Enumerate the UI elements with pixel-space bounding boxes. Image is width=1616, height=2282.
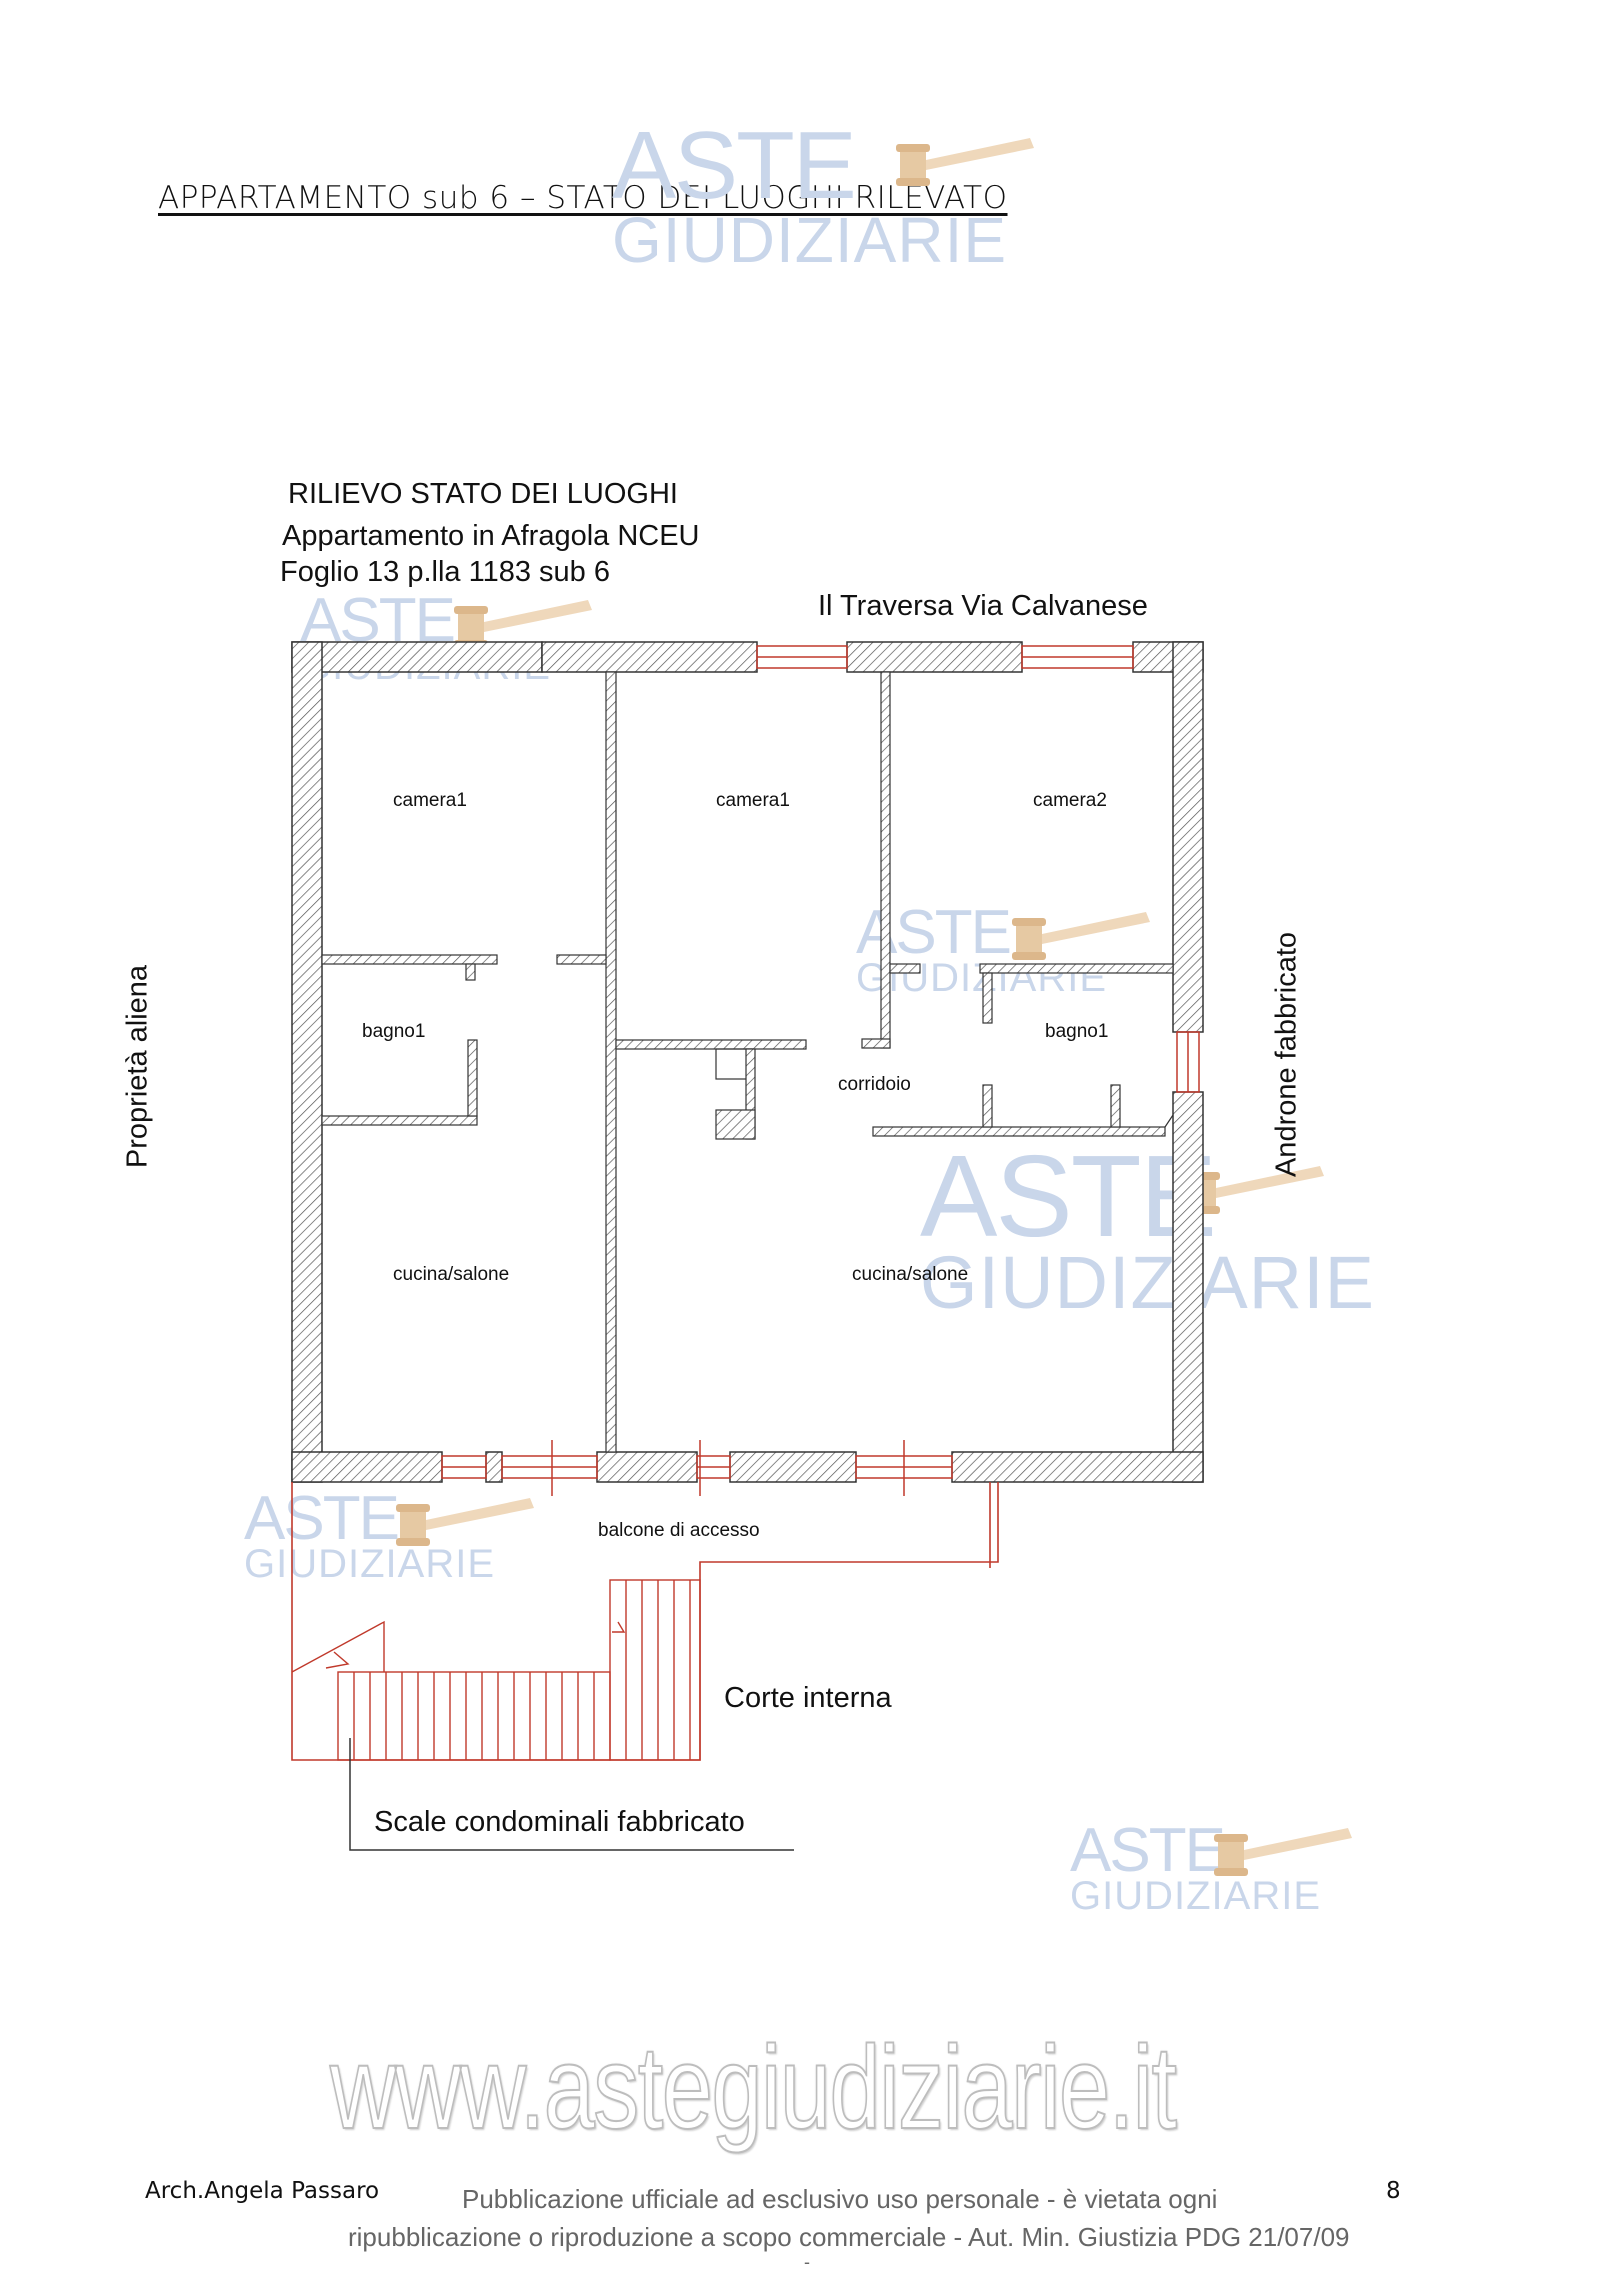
- author-footer: Arch.Angela Passaro: [145, 2178, 380, 2204]
- window: [756, 645, 1134, 669]
- left-side-label: Proprietà aliena: [121, 964, 154, 1169]
- page-number: 8: [1386, 2178, 1401, 2204]
- wall: [321, 954, 498, 965]
- plan-title-line2: Appartamento in Afragola NCEU: [282, 520, 700, 552]
- room-label-camera1-left: camera1: [393, 790, 467, 811]
- window: [1176, 1031, 1200, 1093]
- room-label-cucina-right: cucina/salone: [852, 1264, 969, 1285]
- wall: [467, 1039, 478, 1117]
- room-label-camera1-center: camera1: [716, 790, 790, 811]
- wall: [715, 1109, 756, 1140]
- notice-line3: -: [804, 2252, 810, 2272]
- wall: [596, 1451, 698, 1483]
- wall: [615, 1039, 807, 1050]
- wall: [982, 972, 993, 1024]
- wall: [951, 1451, 1204, 1483]
- room-label-cucina-left: cucina/salone: [393, 1264, 510, 1285]
- right-side-label: Androne fabbricato: [1270, 931, 1303, 1178]
- wall: [465, 963, 476, 981]
- wall: [889, 963, 921, 974]
- wall: [1172, 1091, 1204, 1483]
- wall: [605, 671, 617, 1453]
- wall: [485, 1451, 503, 1483]
- wall: [1172, 641, 1204, 1033]
- gavel-icon: [454, 600, 592, 648]
- wall: [982, 1084, 993, 1128]
- website-watermark: www.astegiudiziarie.it: [329, 2021, 1178, 2155]
- stairs-leader: [349, 1738, 794, 1851]
- notice-line1: Pubblicazione ufficiale ad esclusivo uso…: [462, 2184, 1218, 2214]
- plan-title-line3: Foglio 13 p.lla 1183 sub 6: [280, 556, 610, 588]
- stairs: [291, 1579, 701, 1761]
- wall: [291, 1451, 443, 1483]
- stairs-label: Scale condominali fabbricato: [374, 1806, 745, 1838]
- gavel-icon: [1012, 912, 1150, 960]
- wall: [861, 1038, 891, 1049]
- room-label-camera2: camera2: [1033, 790, 1107, 811]
- wall: [321, 1115, 478, 1126]
- wall: [880, 671, 891, 1049]
- street-label: Il Traversa Via Calvanese: [818, 590, 1148, 622]
- room-label-corridoio: corridoio: [838, 1074, 911, 1095]
- window: [441, 1440, 953, 1496]
- wall: [291, 641, 323, 1483]
- page-title: APPARTAMENTO sub 6 – STATO DEI LUOGHI RI…: [158, 180, 1008, 216]
- balcony-label: balcone di accesso: [598, 1520, 760, 1541]
- wall: [291, 641, 543, 673]
- notice-line2: ripubblicazione o riproduzione a scopo c…: [348, 2222, 1350, 2252]
- gavel-icon: [896, 138, 1034, 186]
- room-label-bagno1-right: bagno1: [1045, 1021, 1109, 1042]
- wall: [729, 1451, 857, 1483]
- wall: [846, 641, 1023, 673]
- wall: [556, 954, 607, 965]
- gavel-icon: [396, 1498, 534, 1546]
- plan-title-line1: RILIEVO STATO DEI LUOGHI: [288, 478, 678, 510]
- wall: [541, 641, 758, 673]
- room-label-bagno1-left: bagno1: [362, 1021, 426, 1042]
- wall: [979, 963, 1174, 974]
- court-label: Corte interna: [724, 1682, 892, 1714]
- wall: [872, 1126, 1166, 1137]
- wall: [1110, 1084, 1121, 1128]
- gavel-icon: [1214, 1828, 1352, 1876]
